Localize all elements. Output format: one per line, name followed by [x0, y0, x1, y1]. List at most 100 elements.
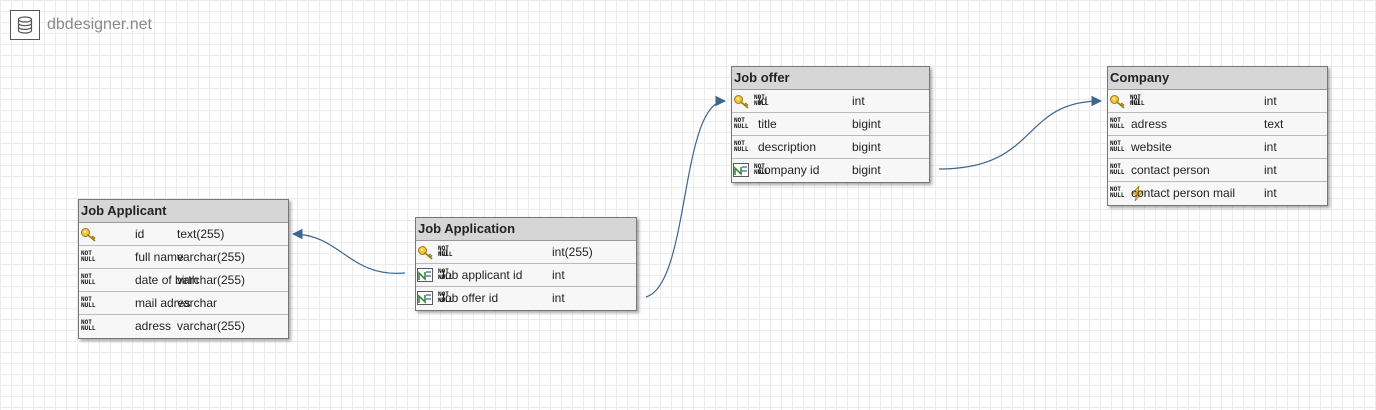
not-null-text: NOT [734, 140, 745, 147]
column-name: id [758, 94, 768, 108]
not-null-text: NULL [81, 256, 96, 263]
column-name: id [135, 227, 145, 241]
not-null-text: NOT [81, 319, 92, 326]
database-icon [10, 10, 40, 40]
column-type: int [1264, 163, 1277, 177]
brand-logo[interactable]: dbdesigner.net [10, 10, 152, 40]
not-null-text: NULL [1110, 169, 1125, 176]
column-name: Job applicant id [439, 268, 523, 282]
not-null-text: NULL [438, 297, 453, 304]
not-null-text: NULL [754, 169, 769, 176]
column-name: website [1131, 140, 1172, 154]
table-title[interactable]: Company [1108, 67, 1327, 90]
link-application-to-applicant[interactable] [291, 228, 406, 274]
not-null-text: NULL [438, 274, 453, 281]
table-title[interactable]: Job offer [732, 67, 929, 90]
not-null-text: NOT [734, 117, 745, 124]
column-type: varchar [177, 296, 218, 310]
column-type: int [852, 94, 865, 108]
not-null-text: NOT [438, 268, 449, 275]
column-name: contact person [1131, 163, 1210, 177]
column-type: int [552, 291, 565, 305]
column-name: company id [758, 163, 820, 177]
column-type: bigint [852, 163, 881, 177]
column-type: int [1264, 140, 1277, 154]
table-column-row[interactable]: id text(255) [79, 223, 288, 246]
not-null-text: NULL [1110, 146, 1125, 153]
table-title[interactable]: Job Applicant [79, 200, 288, 223]
column-type: varchar(255) [177, 250, 246, 264]
not-null-text: NULL [1110, 123, 1125, 130]
table-title[interactable]: Job Application [416, 218, 636, 241]
primary-key-icon [1109, 94, 1125, 109]
not-null-text: NOT [1110, 186, 1121, 193]
primary-key-icon [80, 227, 96, 242]
column-name: id [439, 245, 449, 259]
column-name: mail adres [135, 296, 191, 310]
not-null-text: NULL [81, 325, 96, 332]
primary-key-icon [417, 245, 433, 260]
column-name: title [758, 117, 777, 131]
not-null-text: NULL [734, 123, 749, 130]
not-null-text: NOT [1110, 140, 1121, 147]
column-type: bigint [852, 117, 881, 131]
not-null-text: NOT [81, 250, 92, 257]
link-application-to-offer[interactable] [645, 95, 727, 298]
not-null-text: NULL [81, 302, 96, 309]
not-null-text: NOT [438, 245, 449, 252]
column-type: text [1264, 117, 1284, 131]
link-offer-to-company[interactable] [938, 95, 1103, 170]
column-type: bigint [852, 140, 881, 154]
not-null-text: NULL [1110, 192, 1125, 199]
not-null-text: NOT [1110, 163, 1121, 170]
column-name: description [758, 140, 817, 154]
column-type: text(255) [177, 227, 225, 241]
column-type: int [552, 268, 565, 282]
column-name: full name [135, 250, 184, 264]
foreign-key-icon [417, 291, 433, 305]
not-null-text: NULL [1130, 100, 1145, 107]
not-null-text: NOT [754, 94, 765, 101]
not-null-text: NOT [438, 291, 449, 298]
column-name: id [1131, 94, 1141, 108]
column-name: date of birth [135, 273, 199, 287]
column-type: int [1264, 186, 1277, 200]
column-type: int [1264, 94, 1277, 108]
not-null-text: NOT [81, 273, 92, 280]
not-null-text: NULL [438, 251, 453, 258]
